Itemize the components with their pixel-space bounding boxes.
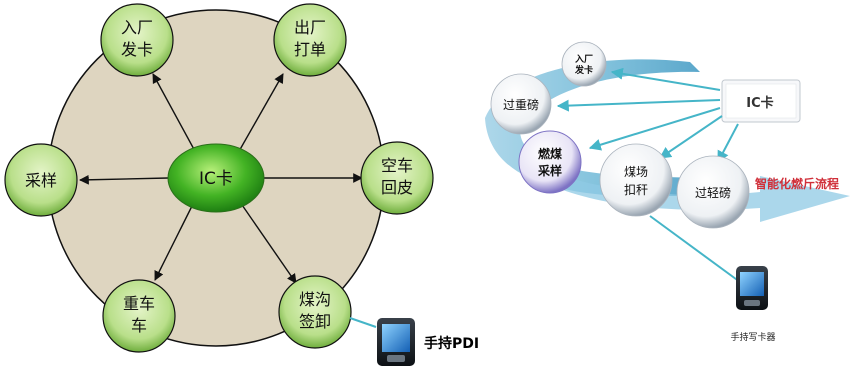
- writer-connector: [649, 215, 741, 283]
- right-handheld: 手持写卡器: [649, 215, 776, 343]
- node-coal-line2: 签卸: [299, 312, 331, 331]
- flow-title: 智能化燃斤流程: [754, 176, 839, 191]
- node-heavy-truck: 重车 车: [102, 279, 176, 353]
- pda-icon: [377, 318, 415, 366]
- bubble-yard: 煤场 扣秆: [599, 143, 673, 217]
- arrow-to-sample: [79, 174, 169, 185]
- bubble-entry-line1: 入厂: [574, 54, 593, 65]
- node-empty-line1: 空车: [381, 156, 413, 175]
- bubble-sampling-line2: 采样: [537, 163, 562, 178]
- arrow-card-to-yard: [659, 115, 723, 159]
- arrow-card-to-heavy: [556, 99, 721, 112]
- arrow-card-to-entry: [610, 67, 721, 91]
- ic-card-label: IC卡: [746, 95, 773, 111]
- handheld-connector: [349, 317, 377, 328]
- node-empty-line2: 回皮: [381, 178, 413, 197]
- arrow-to-exit: [237, 73, 284, 154]
- bubble-heavy-label: 过重磅: [503, 97, 539, 112]
- arrow-card-to-light: [717, 123, 739, 164]
- bubble-entry-line2: 发卡: [574, 64, 593, 76]
- node-entry: 入厂 发卡: [100, 3, 174, 77]
- node-empty-return: 空车 回皮: [360, 141, 434, 215]
- ic-card: IC卡: [721, 79, 801, 123]
- node-entry-line1: 入厂: [121, 18, 153, 37]
- node-entry-line2: 发卡: [121, 40, 153, 59]
- bubble-entry: 入厂 发卡: [561, 41, 607, 87]
- arrow-to-entry: [152, 73, 197, 154]
- svg-text:车: 车: [131, 316, 147, 335]
- node-sampling: 采样: [4, 143, 78, 217]
- right-flow-diagram: IC卡 入厂 发卡 过重磅 燃煤 采样 煤场 扣秆: [485, 41, 850, 343]
- node-exit-line1: 出厂: [294, 18, 326, 37]
- node-heavy-line1: 重车: [123, 294, 155, 313]
- writer-label: 手持写卡器: [730, 331, 775, 343]
- card-writer-icon: [736, 266, 768, 310]
- left-flow-diagram: IC卡 入厂 发卡 出厂 打单 空车 回皮 煤沟 签卸 重车 车: [4, 3, 479, 366]
- center-label: IC卡: [199, 169, 233, 189]
- arrow-card-to-sampling: [588, 107, 721, 151]
- bubble-yard-line1: 煤场: [624, 165, 648, 179]
- bubble-sampling: 燃煤 采样: [518, 130, 582, 194]
- node-coal-unload: 煤沟 签卸: [278, 275, 352, 349]
- bubble-light-label: 过轻磅: [695, 185, 731, 200]
- bubble-weigh-light: 过轻磅: [676, 155, 750, 229]
- handheld-label: 手持PDI: [424, 335, 479, 352]
- bubble-yard-line2: 扣秆: [624, 183, 648, 197]
- bubble-sampling-line1: 燃煤: [538, 146, 562, 161]
- node-exit-line2: 打单: [294, 40, 326, 59]
- card-arrows: [556, 67, 739, 164]
- node-sample-label: 采样: [25, 171, 57, 190]
- node-exit: 出厂 打单: [273, 3, 347, 77]
- center-node: IC卡: [167, 143, 265, 213]
- bubble-weigh-heavy: 过重磅: [490, 73, 552, 135]
- left-handheld: 手持PDI: [349, 317, 479, 366]
- arrow-to-heavy: [154, 201, 195, 281]
- arrow-to-coal: [239, 201, 297, 284]
- node-coal-line1: 煤沟: [299, 290, 331, 309]
- center-arrows: [79, 73, 363, 284]
